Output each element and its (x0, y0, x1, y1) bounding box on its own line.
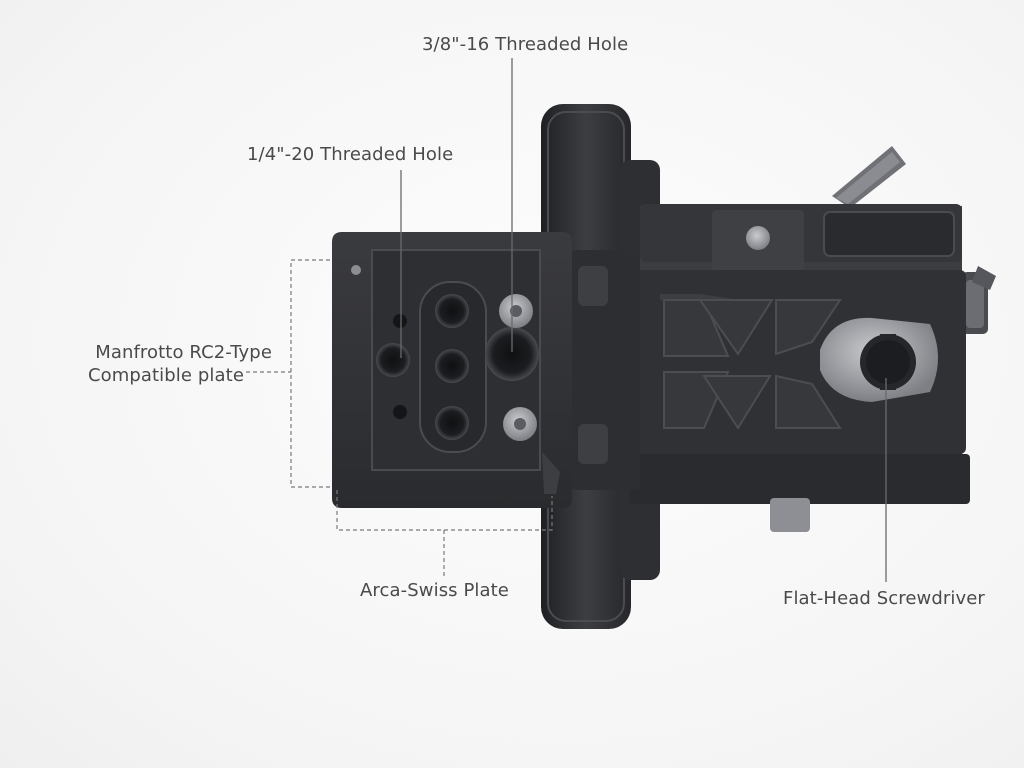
flat-head-screwdriver (820, 317, 938, 402)
label-manfrotto-line2: Compatible plate (87, 365, 244, 386)
label-1-4-threaded-hole: 1/4"-20 Threaded Hole (247, 144, 454, 165)
threaded-holes (376, 294, 539, 440)
label-arca-swiss-plate: Arca-Swiss Plate (360, 580, 509, 601)
label-manfrotto-line1: Manfrotto RC2-Type (95, 342, 272, 363)
label-3-8-threaded-hole: 3/8"-16 Threaded Hole (422, 34, 629, 55)
lever-top (832, 146, 906, 208)
quick-release-plate (332, 232, 572, 508)
plate-screws (499, 294, 537, 441)
label-flat-head-screwdriver: Flat-Head Screwdriver (783, 588, 985, 609)
callout-leaders (246, 58, 887, 582)
bracket-manfrotto (290, 259, 330, 488)
side-knob (962, 266, 996, 334)
clamp-body (630, 204, 970, 532)
connector-block (570, 250, 640, 490)
